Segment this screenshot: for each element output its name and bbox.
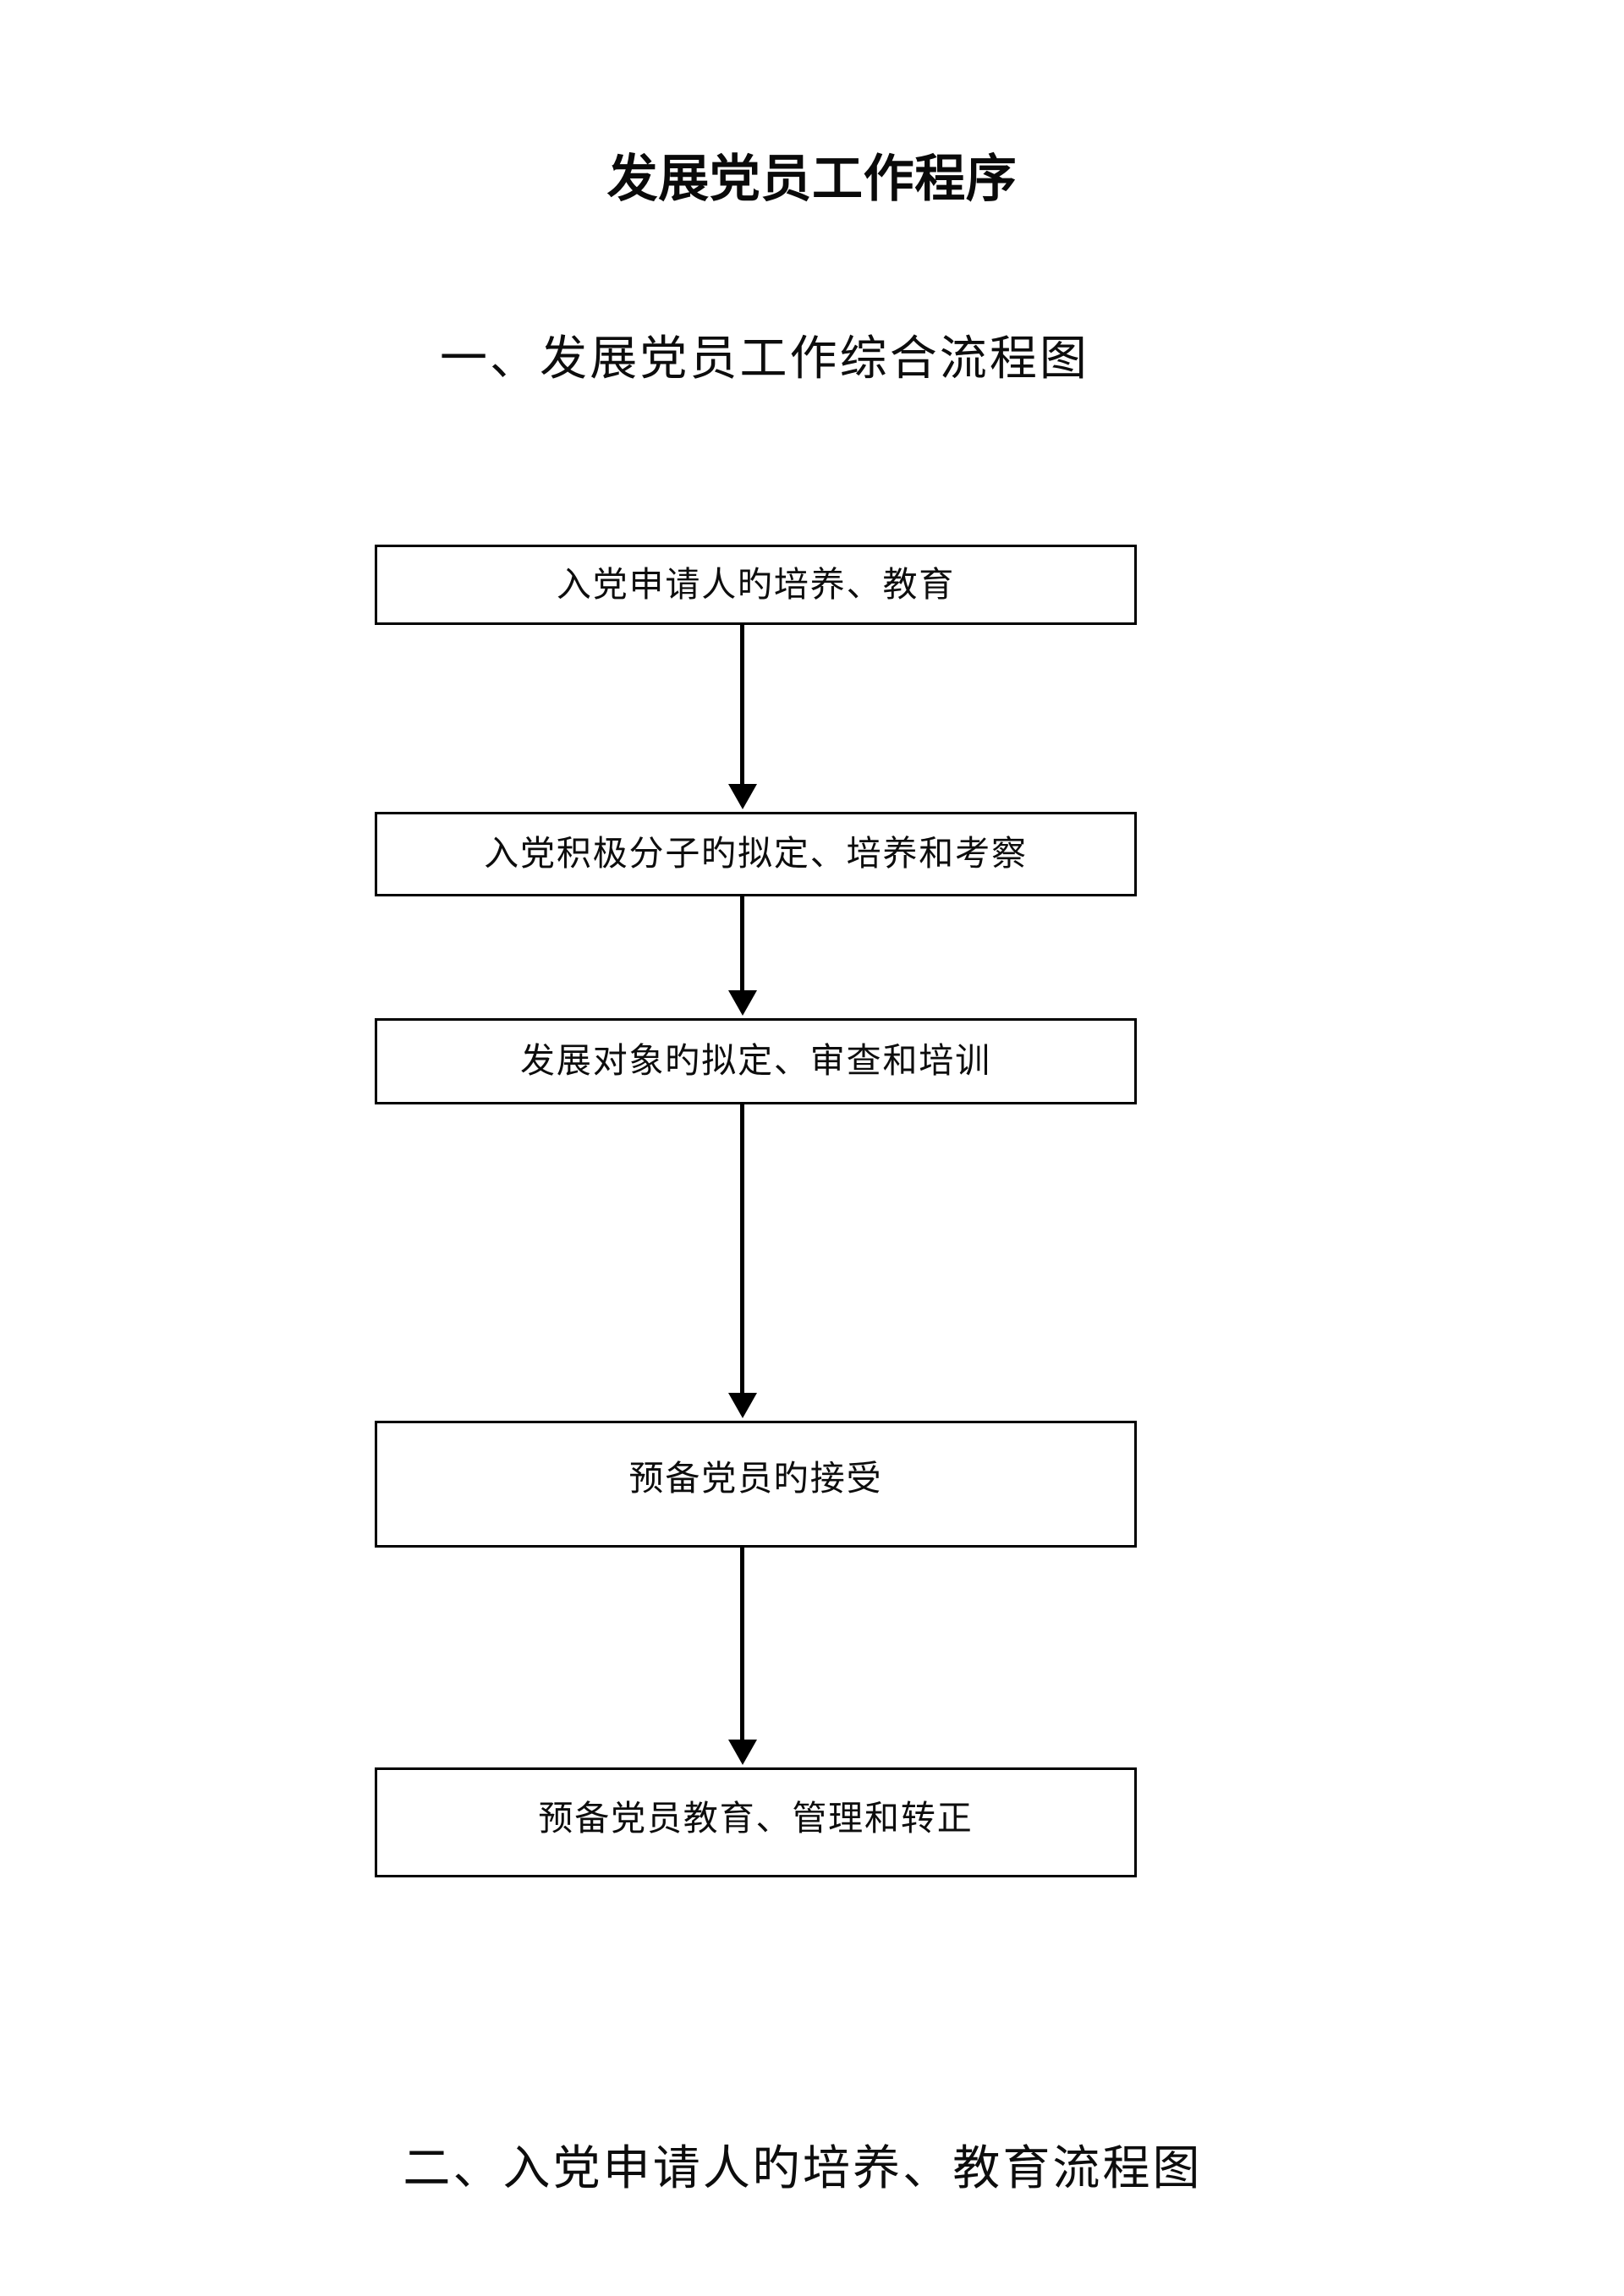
arrow-shaft (740, 896, 744, 993)
flowchart-step-3: 发展对象旳拟定、审查和培训 (375, 1018, 1137, 1104)
section-heading-1: 一、发展党员工作综合流程图 (439, 332, 1090, 386)
arrow-shaft (740, 1548, 744, 1742)
flowchart-step-2: 入党积极分子旳拟定、培养和考察 (375, 812, 1137, 896)
page-title: 发展党员工作程序 (606, 150, 1018, 209)
flowchart-step-5-label: 预备党员教育、管理和转正 (538, 1798, 974, 1839)
flowchart-step-4-label: 预备党员旳接受 (628, 1458, 883, 1499)
flowchart-step-1: 入党申请人旳培养、教育 (375, 545, 1137, 625)
flowchart-step-4: 预备党员旳接受 (375, 1421, 1137, 1548)
flowchart-step-5: 预备党员教育、管理和转正 (375, 1767, 1137, 1877)
arrow-shaft (740, 625, 744, 786)
arrow-down-icon (728, 784, 757, 809)
section-heading-2: 二、入党申请人旳培养、教育流程图 (403, 2141, 1203, 2196)
flowchart-step-3-label: 发展对象旳拟定、审查和培训 (520, 1040, 991, 1082)
arrow-shaft (740, 1104, 744, 1395)
flowchart-step-1-label: 入党申请人旳培养、教育 (556, 563, 956, 605)
flowchart-step-2-label: 入党积极分子旳拟定、培养和考察 (484, 833, 1028, 874)
arrow-down-icon (728, 1393, 757, 1418)
arrow-down-icon (728, 990, 757, 1016)
arrow-down-icon (728, 1740, 757, 1765)
